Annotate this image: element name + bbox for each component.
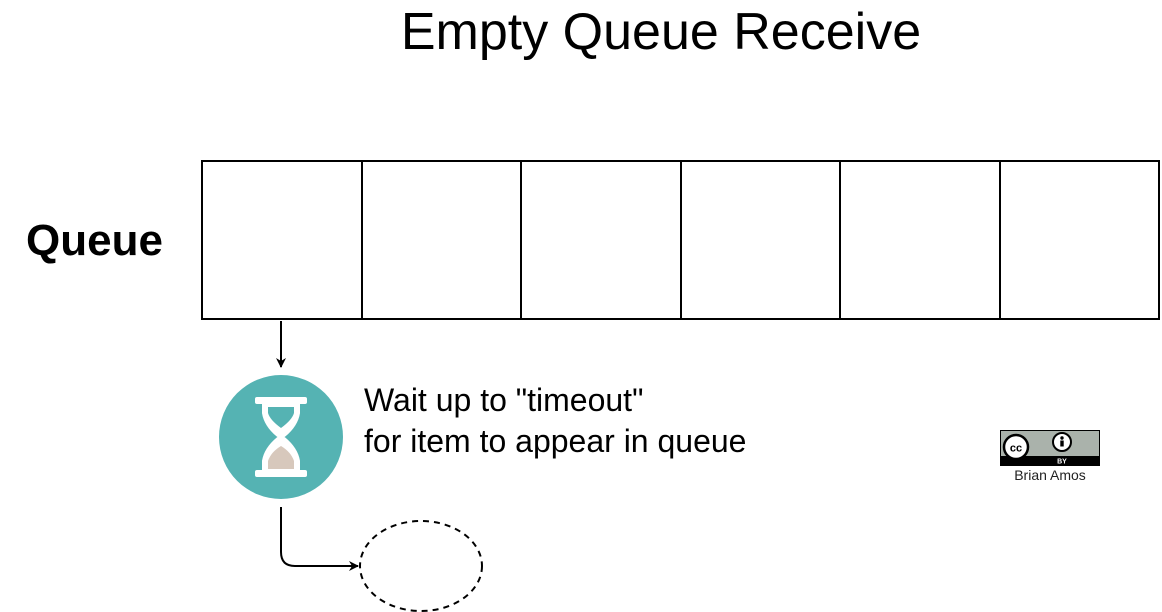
queue-label: Queue xyxy=(26,216,163,265)
queue-slot xyxy=(203,162,363,318)
wait-description: Wait up to "timeout" for item to appear … xyxy=(364,380,746,462)
queue-slot xyxy=(522,162,682,318)
wait-description-line-1: Wait up to "timeout" xyxy=(364,382,644,418)
queue-buffer xyxy=(201,160,1160,320)
license-badge-text: BY xyxy=(1057,459,1067,466)
creative-commons-by-icon: cc BY xyxy=(1000,430,1100,466)
author-name: Brian Amos xyxy=(1014,467,1086,483)
queue-slot xyxy=(1001,162,1159,318)
wait-to-item-arrow xyxy=(280,507,359,571)
queue-slot xyxy=(682,162,841,318)
queue-slot xyxy=(841,162,1001,318)
queue-slot xyxy=(363,162,522,318)
svg-text:cc: cc xyxy=(1010,443,1022,455)
wait-description-line-2: for item to appear in queue xyxy=(364,423,747,459)
hourglass-icon xyxy=(219,375,343,499)
license-block: cc BY Brian Amos xyxy=(1000,430,1100,483)
diagram-title: Empty Queue Receive xyxy=(400,3,922,61)
expected-item-placeholder xyxy=(359,520,483,612)
